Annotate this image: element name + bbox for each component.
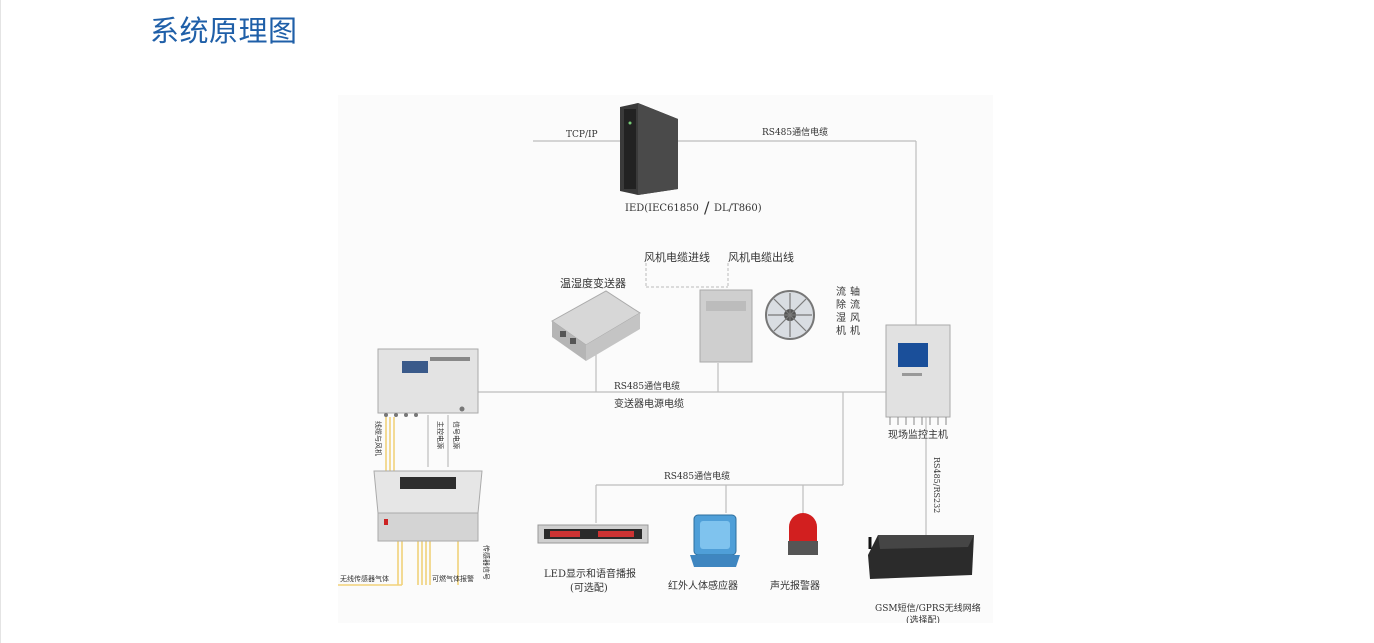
transmitter-label: 温湿度变送器 [560, 276, 626, 290]
host-label: 现场监控主机 [888, 428, 948, 441]
left-vertical-label-3: 信号电源 [452, 421, 461, 449]
svg-text:机: 机 [850, 324, 860, 337]
ied-label: IED(IEC61850 [625, 203, 699, 214]
gsm-optional-label: (选择配) [906, 614, 940, 623]
slash-label: / [704, 198, 710, 217]
svg-text:流: 流 [836, 285, 846, 298]
svg-text:机: 机 [836, 324, 846, 337]
monitoring-host [885, 324, 951, 425]
fan-out-label: 风机电缆出线 [728, 250, 794, 264]
bottom-label-2: 可燃气体报警 [432, 574, 474, 583]
fan-control-box [699, 289, 753, 363]
bottom-label-3: 传感器信号 [482, 545, 491, 580]
frame-border [0, 0, 1, 643]
svg-text:湿: 湿 [836, 312, 846, 324]
left-vertical-label-1: 线缆与风机 [374, 421, 383, 456]
sound-light-alarm [788, 513, 818, 555]
led-label: LED显示和语音播报 [544, 567, 636, 580]
controller-unit [377, 348, 479, 417]
gsm-module [868, 535, 974, 579]
fan-vertical-label: 轴 流 风 机 流 除 湿 机 [836, 285, 860, 337]
rs485-top-label: RS485通信电缆 [762, 126, 828, 138]
connection-lines [427, 140, 927, 535]
tcp-ip-label: TCP/IP [566, 130, 598, 140]
svg-text:轴: 轴 [850, 285, 860, 298]
led-display [537, 524, 649, 544]
fan-in-label: 风机电缆进线 [644, 250, 710, 264]
rs485-rs232-label: RS485/RS232 [932, 457, 941, 513]
alarm-label: 声光报警器 [770, 579, 820, 592]
infrared-label: 红外人体感应器 [668, 579, 738, 592]
system-diagram: TCP/IP RS485通信电缆 IED(IEC61850 / DL/T860)… [338, 95, 993, 623]
page-title: 系统原理图 [150, 14, 298, 48]
infrared-sensor [690, 514, 740, 567]
gsm-label: GSM短信/GPRS无线网络 [875, 602, 981, 614]
rs485-mid-label: RS485通信电缆 [614, 380, 680, 392]
led-optional-label: (可选配) [570, 581, 608, 594]
left-vertical-label-2: 主控电源 [436, 421, 445, 449]
fan-cable-dashes [645, 263, 729, 288]
svg-text:除: 除 [836, 298, 846, 311]
ied-device [620, 103, 678, 195]
bottom-label-1: 无线传感器气体 [340, 574, 389, 583]
yellow-wiring [338, 417, 459, 586]
axial-fan [765, 290, 815, 340]
power-cable-label: 变送器电源电缆 [614, 397, 684, 410]
svg-text:风: 风 [850, 312, 860, 324]
transmitter-device [551, 290, 641, 361]
signal-box [373, 470, 483, 542]
svg-text:流: 流 [850, 298, 860, 311]
ied-label-2: DL/T860) [714, 203, 762, 214]
rs485-bottom-label: RS485通信电缆 [664, 470, 730, 482]
